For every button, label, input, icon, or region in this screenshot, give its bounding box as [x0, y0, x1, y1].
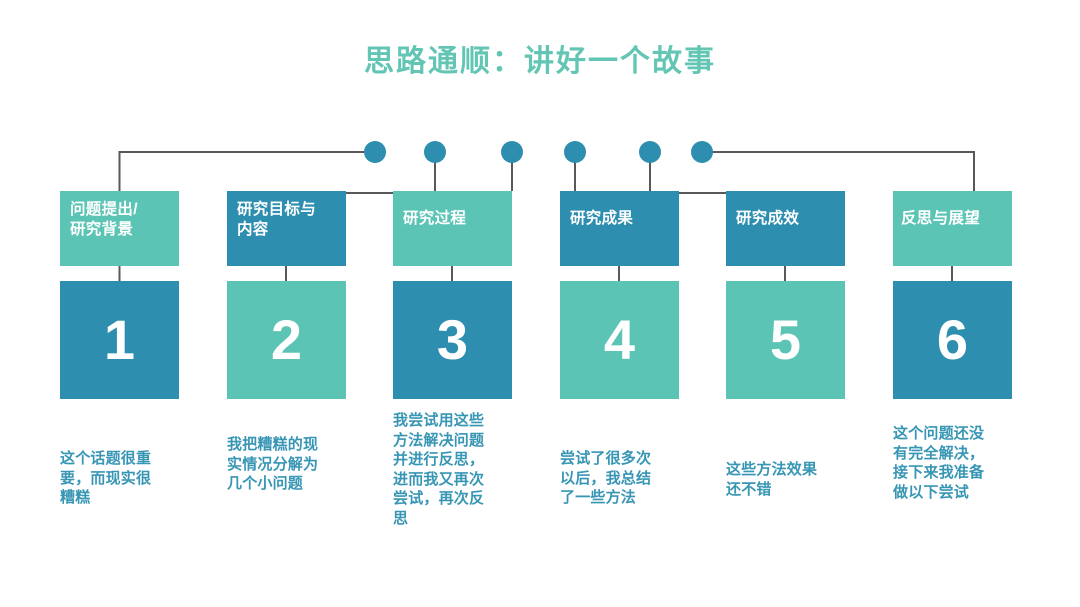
- step-5-heading[interactable]: 研究成效: [726, 191, 845, 266]
- step-3-heading-line-1: 研究过程: [403, 210, 467, 227]
- step-column-3: 研究过程 3 我尝试用这些方法解决问题并进行反思，进而我又再次尝试，再次反思: [393, 0, 512, 607]
- step-4-number[interactable]: 4: [560, 281, 679, 399]
- step-5-caption: 这些方法效果还不错: [726, 461, 818, 498]
- step-6-heading-line-1: 反思与展望: [901, 210, 981, 227]
- step-1-number[interactable]: 1: [60, 281, 179, 399]
- step-6-heading[interactable]: 反思与展望: [893, 191, 1012, 266]
- step-1-caption: 这个话题很重要，而现实很糟糕: [60, 450, 152, 506]
- step-3-caption: 我尝试用这些方法解决问题并进行反思，进而我又再次尝试，再次反思: [393, 412, 485, 527]
- timeline-dot-f: [691, 141, 713, 163]
- step-column-2: 研究目标与 内容 2 我把糟糕的现实情况分解为几个小问题: [227, 0, 346, 607]
- step-1-heading-line-1: 问题提出/: [70, 201, 138, 218]
- step-2-number[interactable]: 2: [227, 281, 346, 399]
- step-1-heading-line-2: 研究背景: [70, 221, 134, 239]
- step-column-6: 反思与展望 6 这个问题还没有完全解决，接下来我准备做以下尝试: [893, 0, 1012, 607]
- step-4-caption: 尝试了很多次以后，我总结了一些方法: [560, 450, 652, 506]
- page-title: 思路通顺：讲好一个故事: [364, 45, 716, 78]
- step-1-heading[interactable]: 问题提出/ 研究背景: [60, 191, 179, 266]
- step-4-heading[interactable]: 研究成果: [560, 191, 679, 266]
- step-2-caption: 我把糟糕的现实情况分解为几个小问题: [227, 436, 319, 492]
- step-4-heading-line-1: 研究成果: [570, 210, 634, 227]
- step-2-heading-line-1: 研究目标与: [237, 201, 317, 218]
- step-5-number[interactable]: 5: [726, 281, 845, 399]
- step-5-heading-line-1: 研究成效: [736, 210, 800, 227]
- step-column-5: 研究成效 5 这些方法效果还不错: [726, 0, 845, 607]
- step-2-heading[interactable]: 研究目标与 内容: [227, 191, 346, 266]
- step-3-heading[interactable]: 研究过程: [393, 191, 512, 266]
- step-column-1: 问题提出/ 研究背景 1 这个话题很重要，而现实很糟糕: [60, 0, 179, 607]
- step-2-heading-line-2: 内容: [237, 221, 269, 239]
- step-6-caption: 这个问题还没有完全解决，接下来我准备做以下尝试: [893, 425, 985, 501]
- timeline-dot-a: [364, 141, 386, 163]
- step-6-number[interactable]: 6: [893, 281, 1012, 399]
- step-3-number[interactable]: 3: [393, 281, 512, 399]
- step-column-4: 研究成果 4 尝试了很多次以后，我总结了一些方法: [560, 0, 679, 607]
